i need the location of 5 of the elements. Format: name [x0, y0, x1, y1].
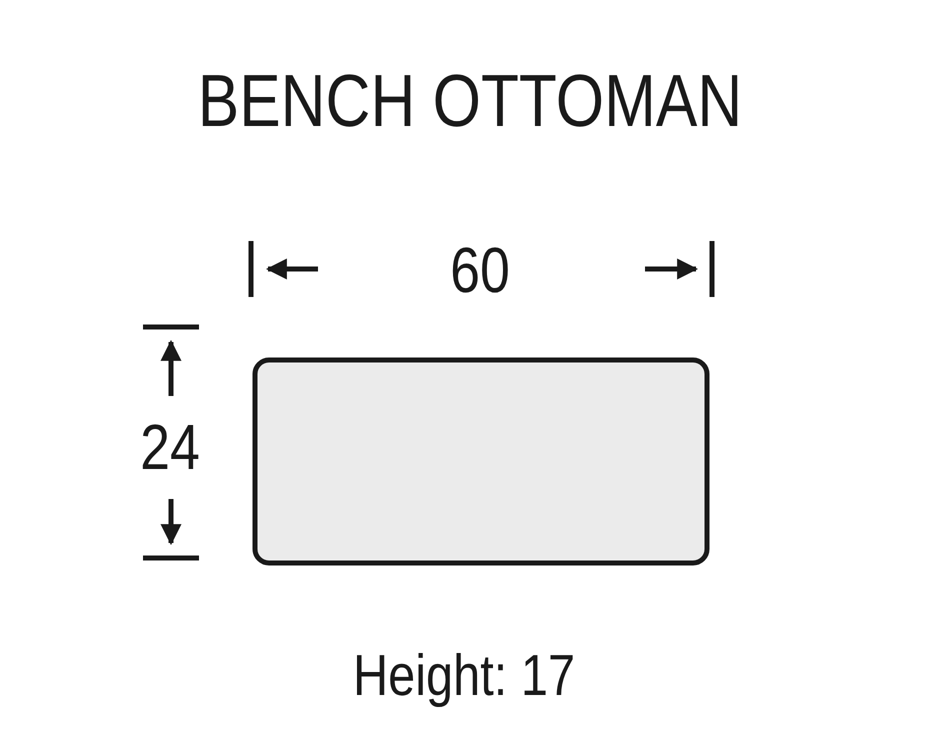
- dimension-label: 24: [140, 415, 200, 479]
- title: BENCH OTTOMAN: [198, 64, 742, 138]
- dimension-label: 60: [450, 238, 510, 302]
- ottoman-top-view: [252, 358, 710, 566]
- height-note: Height: 17: [352, 647, 576, 705]
